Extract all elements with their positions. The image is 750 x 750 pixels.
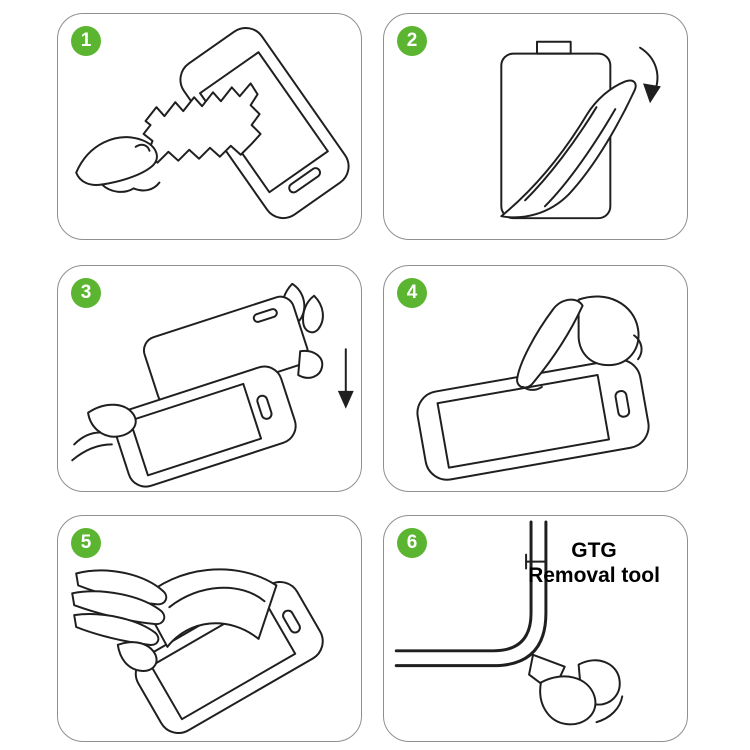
phone <box>134 581 324 734</box>
place-glass-illustration <box>71 282 354 488</box>
step-number-badge: 4 <box>397 278 427 308</box>
thumb-right <box>297 349 324 379</box>
step-panel-5: 5 <box>57 515 362 742</box>
home-button <box>288 167 322 194</box>
phone-screen <box>150 599 297 721</box>
press-screen-illustration <box>416 295 650 481</box>
glass-corner-edge-inner <box>394 520 548 668</box>
step-number-badge: 1 <box>71 26 101 56</box>
step-number-badge: 3 <box>71 278 101 308</box>
step-panel-2: 2 <box>383 13 688 240</box>
fist <box>577 295 640 367</box>
removal-tool-illustration <box>394 520 624 726</box>
finger <box>302 294 324 334</box>
home-button <box>256 394 273 420</box>
removal-tool-label-line1: GTG <box>571 539 617 562</box>
removal-tool-label-line2: Removal tool <box>528 564 660 588</box>
thumb <box>539 675 597 726</box>
glass-corner-edge <box>394 520 533 653</box>
step-panel-6: 6 GTG Removal tool <box>383 515 688 742</box>
step-number-badge: 6 <box>397 528 427 558</box>
arrowhead <box>337 390 354 409</box>
phone-outline <box>113 365 297 488</box>
film-sheet <box>140 568 278 648</box>
step-panel-4: 4 <box>383 265 688 492</box>
peel-film-illustration <box>500 40 661 220</box>
phone-screen <box>436 374 610 469</box>
smooth-film-illustration <box>71 568 324 734</box>
phone <box>416 358 650 481</box>
step-panel-1: 1 <box>57 13 362 240</box>
phone-screen <box>129 382 263 477</box>
step-number-badge: 2 <box>397 26 427 56</box>
step-panel-3: 3 <box>57 265 362 492</box>
index-finger <box>516 298 584 389</box>
thumb <box>116 641 158 672</box>
thumb <box>87 403 137 438</box>
phone <box>113 365 297 488</box>
protector-tab <box>535 40 572 55</box>
home-button <box>282 609 301 634</box>
home-button <box>614 390 631 418</box>
glass-cutout <box>252 308 278 323</box>
hand <box>75 136 158 186</box>
arrowhead <box>643 83 661 104</box>
clean-screen-illustration <box>75 27 350 220</box>
removal-tool-label: GTG Removal tool <box>514 538 674 588</box>
cleaning-cloth <box>142 82 262 164</box>
finger <box>73 613 160 646</box>
step-number-badge: 5 <box>71 528 101 558</box>
